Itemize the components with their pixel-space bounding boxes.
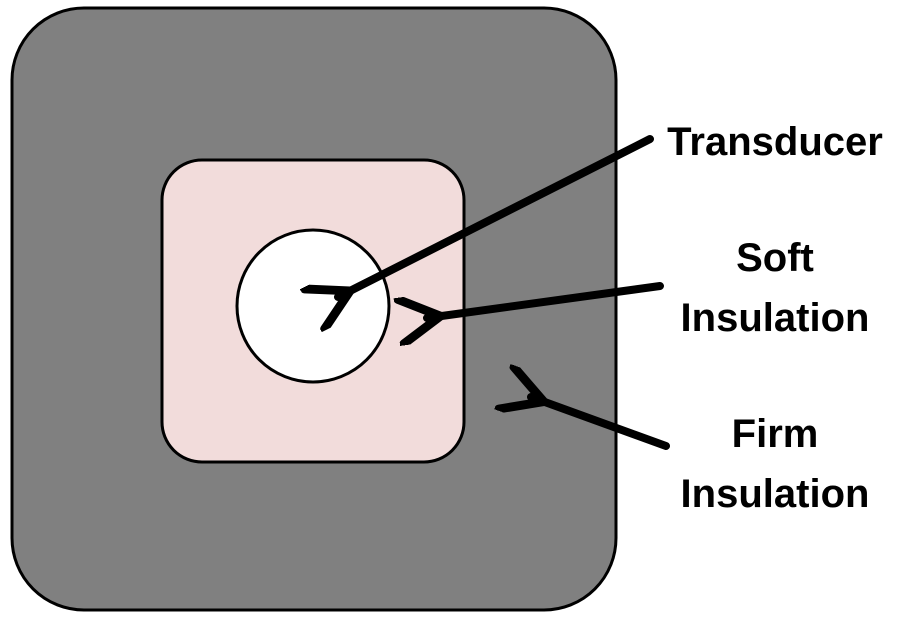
soft-insulation-label-line1: Soft <box>736 236 814 280</box>
firm-insulation-arrow <box>531 397 670 450</box>
firm-insulation-label-line1: Firm <box>732 412 819 456</box>
transducer-element <box>235 228 391 384</box>
soft-insulation-label-line2: Insulation <box>681 296 870 340</box>
soft-insulation-arrow <box>427 282 664 318</box>
transducer-arrow <box>338 135 654 297</box>
firm-insulation-label-line2: Insulation <box>681 472 870 516</box>
transducer-label: Transducer <box>667 120 883 164</box>
